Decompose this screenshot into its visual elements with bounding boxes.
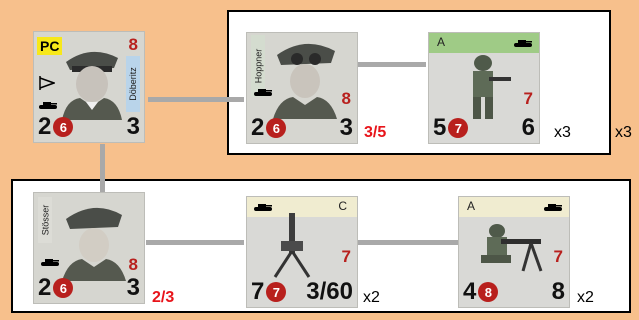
stat-right: 6 [521, 114, 535, 141]
weapon-counter-c[interactable]: C 7 7 7 3/60 [246, 196, 358, 308]
leader-name: Hoppner [253, 48, 263, 84]
leader-name-strip: Hoppner [251, 35, 265, 97]
machine-gunner-figure [481, 224, 543, 272]
leader-name-strip: Stösser [38, 197, 52, 243]
stat-circle: 6 [53, 278, 74, 298]
squad-type-letter: A [437, 35, 446, 49]
officer-portrait [62, 207, 126, 281]
stat-right: 3/60 [306, 278, 353, 305]
tank-icon [254, 89, 272, 96]
stat-right: 3 [339, 114, 353, 141]
morale-value: 7 [341, 247, 351, 266]
tank-icon [544, 204, 562, 211]
connector-top-leader-squad [358, 62, 426, 67]
stat-circle: 6 [266, 118, 287, 138]
weapon-count: x2 [363, 289, 380, 306]
leader-name-strip: Döberitz [126, 56, 140, 112]
morale-value: 8 [341, 89, 351, 108]
squad-stats: 5 7 6 [433, 114, 535, 141]
group-multiplier: x3 [615, 124, 632, 141]
morale-value: 8 [128, 35, 138, 54]
morale-value: 8 [128, 255, 138, 274]
leader-name: Stösser [40, 204, 51, 236]
connector-pc-to-top [148, 97, 244, 102]
stat-right: 3 [126, 274, 140, 301]
morale-value: 7 [553, 247, 563, 266]
stat-circle: 6 [53, 117, 74, 137]
connector-pc-down [100, 144, 105, 196]
tank-icon [39, 102, 57, 109]
stat-right: 8 [551, 278, 565, 305]
weapon-header: C [247, 197, 357, 217]
stat-left: 2 [38, 113, 52, 140]
stat-left: 7 [251, 278, 265, 305]
stat-circle: 7 [266, 282, 287, 302]
stat-left: 2 [38, 274, 52, 301]
squad-count: x3 [554, 124, 571, 141]
weapon-type-letter: C [338, 199, 347, 213]
stat-circle: 8 [478, 282, 499, 302]
officer-portrait [273, 43, 337, 119]
tank-icon [254, 204, 272, 211]
squad-counter-a[interactable]: A 7 5 7 6 [428, 32, 540, 144]
stat-left: 5 [433, 114, 447, 141]
leader-extra-value: 2/3 [152, 289, 175, 306]
leader-counter-doberitz[interactable]: PC 8 Döberitz 2 6 3 [33, 31, 145, 143]
stat-left: 2 [251, 114, 265, 141]
mortar-figure [273, 213, 311, 278]
weapon-stats: 7 7 3/60 [251, 278, 353, 305]
squad-counter-a[interactable]: A 7 4 8 8 [458, 196, 570, 308]
pc-badge: PC [37, 37, 63, 55]
leader-stats: 2 6 3 [38, 274, 140, 301]
stat-right: 3 [126, 113, 140, 140]
leader-name: Döberitz [128, 67, 139, 101]
squad-header: A [429, 33, 539, 53]
officer-portrait [62, 51, 122, 120]
squad-type-letter: A [467, 199, 476, 213]
squad-header: A [459, 197, 569, 217]
squad-count: x2 [577, 289, 594, 306]
leader-counter-hoppner[interactable]: Hoppner 8 2 6 3 [246, 32, 358, 144]
squad-stats: 4 8 8 [463, 278, 565, 305]
leader-stats: 2 6 3 [251, 114, 353, 141]
connector-bottom-leader-weapon [146, 240, 244, 245]
pennant-icon [39, 76, 55, 90]
stat-left: 4 [463, 278, 477, 305]
leader-counter-stosser[interactable]: Stösser 8 2 6 3 [33, 192, 145, 304]
morale-value: 7 [523, 89, 533, 108]
leader-extra-value: 3/5 [364, 124, 387, 141]
tank-icon [514, 40, 532, 47]
tank-icon [41, 259, 59, 266]
leader-stats: 2 6 3 [38, 113, 140, 140]
connector-bottom-weapon-squad [358, 240, 458, 245]
stat-circle: 7 [448, 118, 469, 138]
soldier-figure [473, 55, 511, 119]
